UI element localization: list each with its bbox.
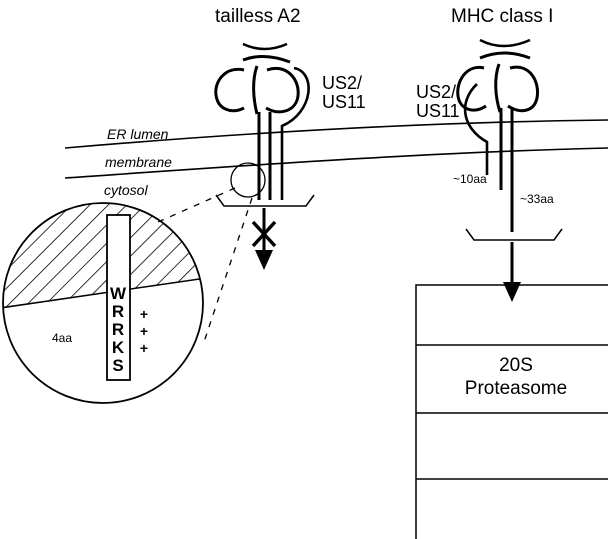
residue-r1: R [109, 303, 127, 321]
blocked-arrow-head [255, 250, 273, 270]
center-loop-right [496, 64, 500, 112]
beta2m-right [480, 40, 530, 46]
four-aa-label: 4aa [52, 331, 72, 345]
alpha-domain-left [243, 56, 290, 62]
mhc-class-i-label: MHC class I [451, 6, 553, 28]
us-left-line2: US11 [322, 93, 366, 112]
charge-plus-2: + [138, 323, 150, 340]
us-right-line1: US2/ [416, 83, 456, 102]
membrane-label: membrane [105, 154, 172, 170]
us-hook-left [282, 68, 309, 200]
degradation-pathway [466, 229, 562, 302]
residue-r2: R [109, 321, 127, 339]
tailless-a2-label: tailless A2 [215, 6, 301, 28]
proteasome-label-line1: 20S [456, 354, 576, 377]
proteasome-label-line2: Proteasome [456, 377, 576, 400]
us-right-line2: US11 [416, 102, 460, 121]
residue-k: K [109, 339, 127, 357]
proteasome [416, 285, 608, 539]
tailless-a2-complex [216, 44, 309, 200]
residue-w: W [109, 285, 127, 303]
blocked-pathway [216, 195, 314, 270]
er-lumen-label: ER lumen [107, 126, 168, 142]
charge-markers: + + + [138, 306, 150, 357]
proteasome-outline [416, 285, 608, 539]
entry-bracket-left [216, 195, 314, 206]
beta2m-left [243, 44, 287, 49]
zoom-guide-lower [204, 198, 252, 342]
us-hook-right [465, 84, 487, 175]
us-left-line1: US2/ [322, 74, 362, 93]
charge-plus-1: + [138, 306, 150, 323]
entry-bracket-right [466, 229, 562, 240]
alpha-domain-right [480, 53, 530, 58]
right-lobe-right [508, 67, 538, 110]
long-tail-label: ~33aa [520, 192, 554, 206]
short-tail-label: ~10aa [453, 172, 487, 186]
center-loop-left [254, 66, 257, 114]
charge-plus-3: + [138, 340, 150, 357]
cytosol-label: cytosol [104, 182, 148, 198]
residue-s: S [109, 357, 127, 375]
left-lobe-left [216, 69, 244, 110]
right-lobe-left [266, 68, 298, 111]
tail-sequence: W R R K S [109, 285, 127, 375]
